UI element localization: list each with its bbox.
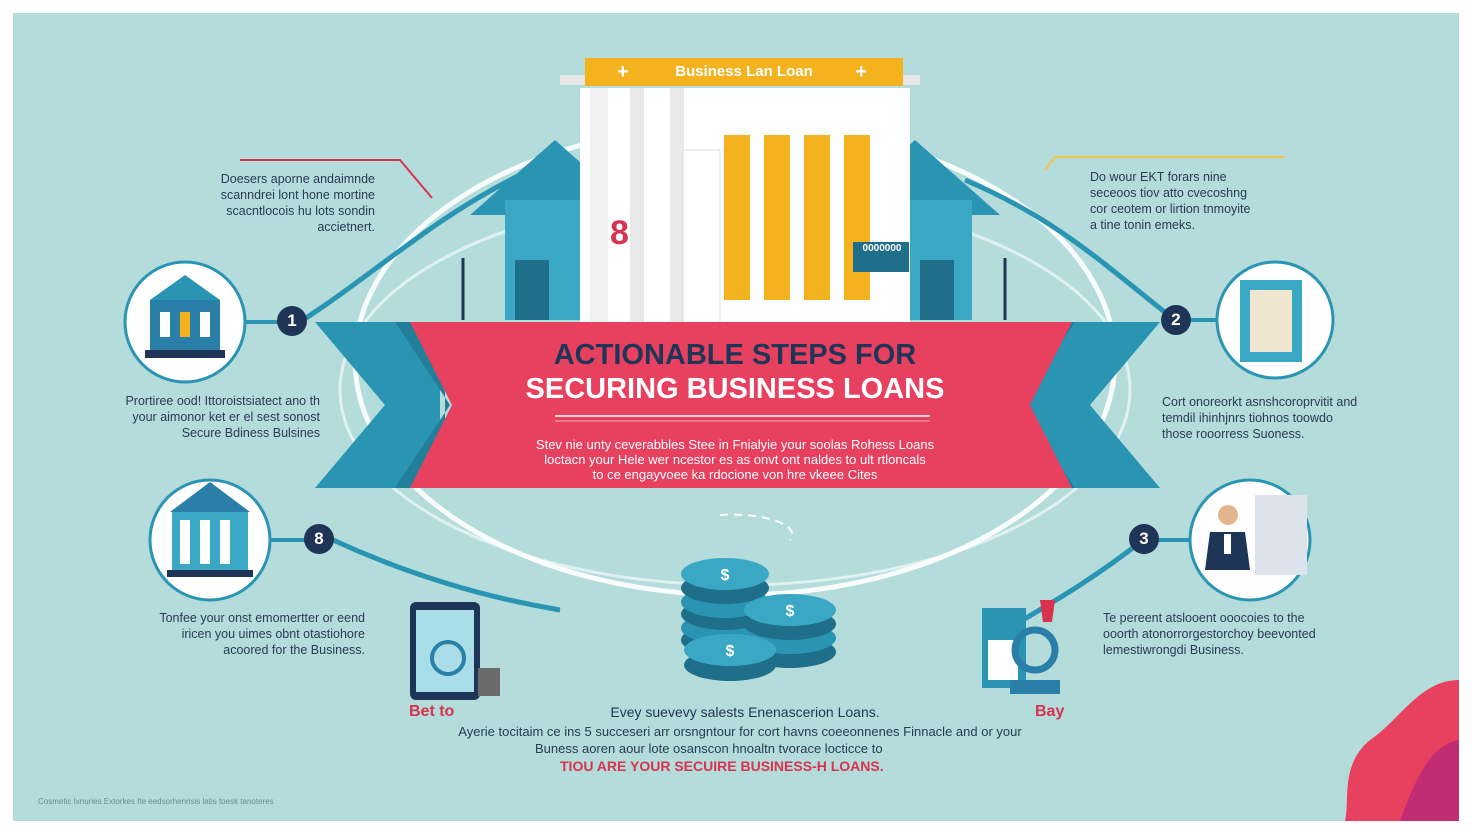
connector-step2 bbox=[964, 177, 1177, 322]
ribbon-right bbox=[1030, 322, 1160, 488]
banner-subtitle: Stev nie unty ceverabbles Stee in Fnialy… bbox=[470, 437, 1000, 482]
title-line-2: SECURING BUSINESS LOANS bbox=[525, 373, 945, 405]
bottom-line-2: Buness aoren aour lote osanscon hnoaltn … bbox=[535, 741, 883, 756]
subtitle-line-2: loctacn your Hele wer ncestor es as onvt… bbox=[544, 452, 926, 467]
text-line: seceoos tiov atto cvecoshng bbox=[1090, 186, 1248, 200]
step-badge-2: 2 bbox=[1161, 305, 1191, 335]
text-line: Prortiree ood! Ittoroistsiatect ano th bbox=[125, 394, 320, 408]
text-line: Te pereent atslooent ooocoies to the bbox=[1103, 611, 1305, 625]
text-line: a tine tonin emeks. bbox=[1090, 218, 1195, 232]
text-line: Secure Bdiness Bulsines bbox=[181, 426, 320, 440]
text-line: lemestiwrongdi Business. bbox=[1103, 643, 1245, 657]
step4-text: Te pereent atslooent ooocoies to the ooo… bbox=[1103, 610, 1373, 658]
title-line-1: ACTIONABLE STEPS FOR bbox=[553, 339, 917, 371]
text-line: iricen you uimes obnt otastiohore bbox=[181, 627, 365, 641]
text-line: temdil ihinhjnrs tiohnos toowdo bbox=[1162, 411, 1333, 425]
bottom-line-3: TIOU ARE YOUR SECUIRE BUSINESS-H LOANS. bbox=[560, 758, 884, 774]
text-line: Doesers aporne andaimnde bbox=[220, 172, 375, 186]
svg-text:$: $ bbox=[726, 643, 735, 660]
page-title: ACTIONABLE STEPS FOR SECURING BUSINESS L… bbox=[430, 338, 1040, 406]
coin-stack-illustration: $ $ $ bbox=[681, 513, 836, 681]
plus-icon: + bbox=[855, 61, 867, 83]
text-line: Do wour EKT forars nine bbox=[1090, 170, 1227, 184]
plus-icon: + bbox=[617, 61, 629, 83]
document-icon-circle-2 bbox=[1215, 260, 1335, 380]
bank-sign-text: Business Lan Loan bbox=[675, 63, 813, 80]
step-badge-4: 3 bbox=[1129, 524, 1159, 554]
subtitle-line-1: Stev nie unty ceverabbles Stee in Fnialy… bbox=[535, 437, 935, 452]
businessman-icon-circle-4 bbox=[1188, 478, 1312, 602]
bottom-left-label: Bet to bbox=[409, 703, 455, 720]
step1-bottom-text: Prortiree ood! Ittoroistsiatect ano th y… bbox=[80, 393, 320, 441]
pointer-line-red bbox=[240, 159, 433, 199]
title-banner bbox=[410, 322, 1072, 488]
text-line: ooorth atonorrorgestorchoy beevonted bbox=[1103, 627, 1316, 641]
svg-text:$: $ bbox=[786, 603, 795, 620]
bank-icon-circle-3 bbox=[148, 478, 272, 602]
magnifier-illustration bbox=[982, 600, 1060, 694]
bank-building bbox=[560, 75, 920, 324]
step-badge-3: 8 bbox=[304, 524, 334, 554]
building-number: 8 bbox=[610, 214, 629, 252]
step3-text: Tonfee your onst emomertter or eend iric… bbox=[110, 610, 365, 658]
text-line: scanndrei lont hone mortine bbox=[220, 188, 375, 202]
footer-note: Cosmetic Ixnuries Extorkes Ite eedsorhen… bbox=[38, 797, 274, 806]
step2-bottom-text: Cort onoreorkt asnshcoroprvitit and temd… bbox=[1162, 394, 1422, 442]
pointer-line-yellow bbox=[1044, 156, 1285, 171]
text-line: accietnert. bbox=[317, 220, 375, 234]
bottom-line-1: Ayerie tocitaim ce ins 5 succeseri arr o… bbox=[458, 724, 1022, 739]
text-line: your aimonor ket er el sest sonost bbox=[132, 410, 320, 424]
phone-illustration bbox=[410, 602, 500, 700]
connector-step1 bbox=[298, 172, 522, 325]
text-line: Tonfee your onst emomertter or eend bbox=[159, 611, 365, 625]
bottom-right-label: Bay bbox=[1035, 703, 1065, 720]
connector-step3 bbox=[331, 537, 561, 613]
svg-text:$: $ bbox=[721, 567, 730, 584]
step1-top-text: Doesers aporne andaimnde scanndrei lont … bbox=[160, 171, 375, 235]
text-line: cor ceotem or lirtion tnmoyite bbox=[1090, 202, 1251, 216]
text-line: those rooorress Suoness. bbox=[1162, 427, 1305, 441]
text-line: Cort onoreorkt asnshcoroprvitit and bbox=[1162, 395, 1358, 409]
step-badge-1: 1 bbox=[277, 306, 307, 336]
subtitle-line-3: to ce engayvoee ka rdocione von hre vkee… bbox=[592, 467, 878, 482]
bank-sign: + Business Lan Loan + bbox=[585, 58, 903, 86]
bottom-heading: Evey suevevy salests Enenascerion Loans. bbox=[610, 704, 880, 720]
ribbon-left bbox=[315, 322, 440, 488]
corner-decoration-inner bbox=[1400, 740, 1459, 821]
step2-top-text: Do wour EKT forars nine seceoos tiov att… bbox=[1090, 169, 1320, 233]
building-plate: 0000000 bbox=[862, 243, 902, 254]
text-line: scacntlocois hu lots sondin bbox=[226, 204, 375, 218]
text-line: acoored for the Business. bbox=[223, 643, 365, 657]
bank-icon-circle-1 bbox=[123, 260, 247, 384]
